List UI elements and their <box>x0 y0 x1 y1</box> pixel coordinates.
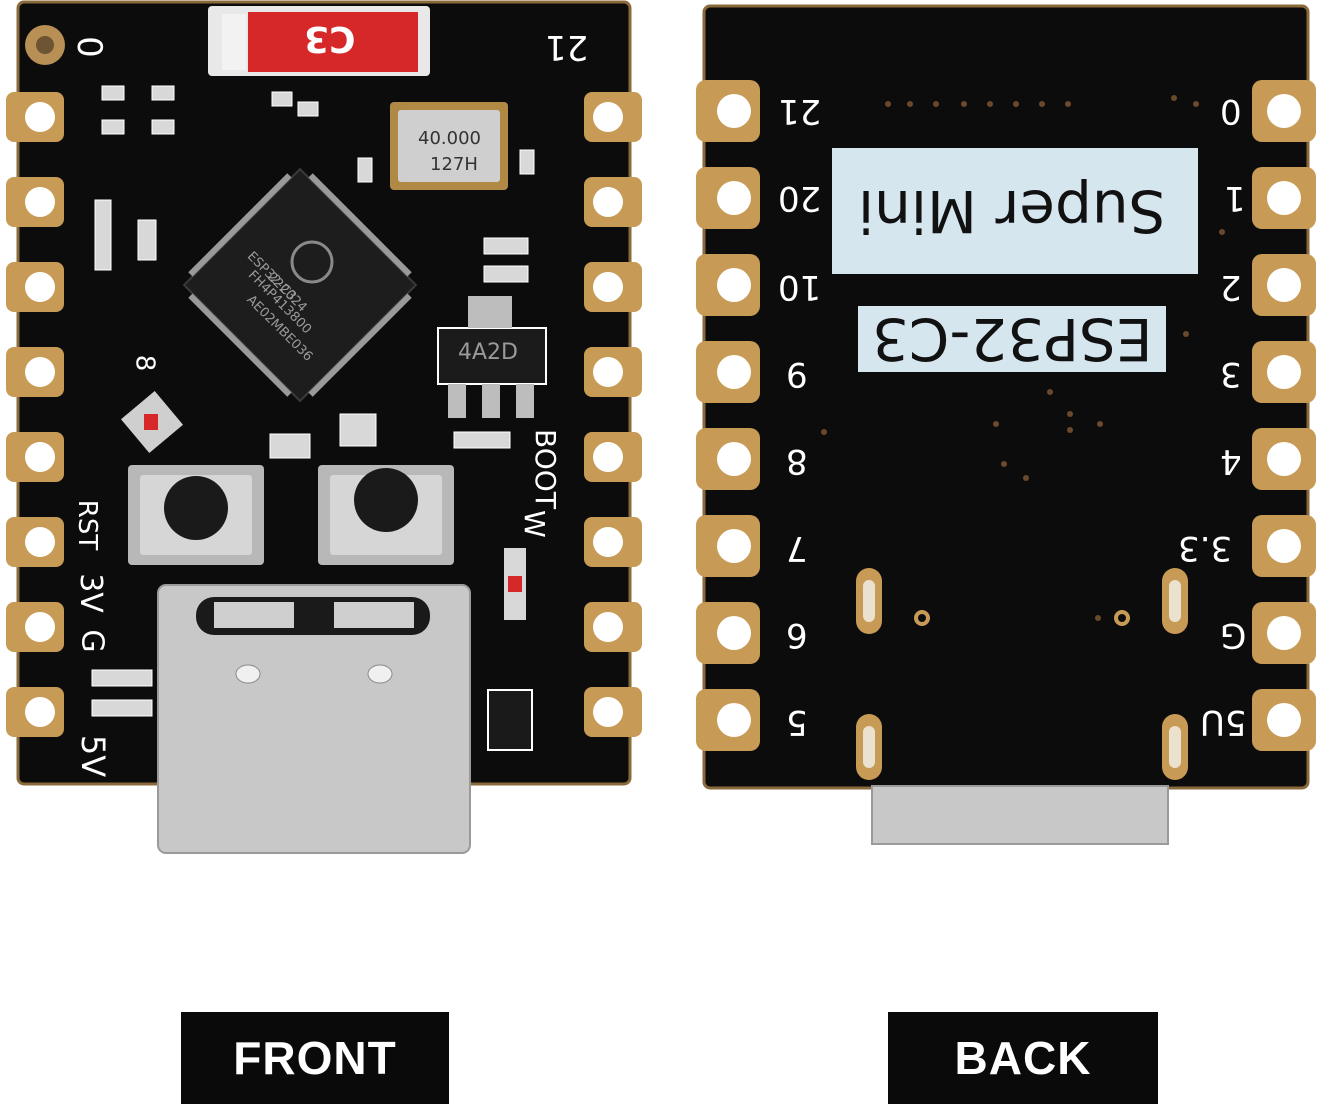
back-caption: BACK <box>888 1012 1158 1104</box>
back-pin-left-7: 7 <box>786 528 808 568</box>
back-pin-right-0: 0 <box>1220 91 1242 131</box>
antenna-marking: C3 <box>304 18 356 59</box>
front-caption: FRONT <box>181 1012 449 1104</box>
back-pin-right-3v3: 3.3 <box>1178 528 1233 568</box>
back-pin-right-2: 2 <box>1220 267 1242 307</box>
back-title-line2: ESP32-C3 <box>872 305 1153 373</box>
3v-label: 3V <box>72 573 108 613</box>
front-misc-label-8: 8 <box>129 354 160 372</box>
back-pin-right-g: G <box>1220 615 1247 655</box>
back-pin-right-1: 1 <box>1224 178 1246 218</box>
back-board: Super Mini ESP32-C3 21 20 10 9 8 7 6 5 0… <box>690 0 1330 870</box>
back-pin-left-6: 6 <box>786 615 808 655</box>
back-pin-left-10: 10 <box>778 267 822 307</box>
crystal-line-2: 127H <box>430 154 478 175</box>
back-title-line1: Super Mini <box>858 177 1166 245</box>
back-pin-left-9: 9 <box>786 354 808 394</box>
w-label: W <box>517 510 551 538</box>
rst-label: RST <box>72 499 103 551</box>
back-pin-left-8: 8 <box>786 441 808 481</box>
front-board: C3 21 0 8 BOOT W RST 3V G 5V ESP32-C3 FH… <box>0 0 660 870</box>
regulator-marking: 4A2D <box>458 340 518 365</box>
back-pin-right-5u: 5U <box>1200 702 1247 742</box>
g-label: G <box>74 629 110 653</box>
back-pin-left-21: 21 <box>778 91 822 131</box>
back-pin-left-5: 5 <box>786 702 808 742</box>
back-pin-left-20: 20 <box>778 178 822 218</box>
back-board-illustration <box>696 4 1316 845</box>
front-pin-21-label: 21 <box>545 27 589 67</box>
front-board-illustration <box>6 0 642 854</box>
back-pin-right-4: 4 <box>1220 441 1242 481</box>
crystal-line-1: 40.000 <box>418 128 481 149</box>
boot-label: BOOT <box>528 429 562 509</box>
front-pin-0-label: 0 <box>68 36 109 58</box>
5v-label: 5V <box>74 734 113 778</box>
back-pin-right-3: 3 <box>1220 354 1242 394</box>
